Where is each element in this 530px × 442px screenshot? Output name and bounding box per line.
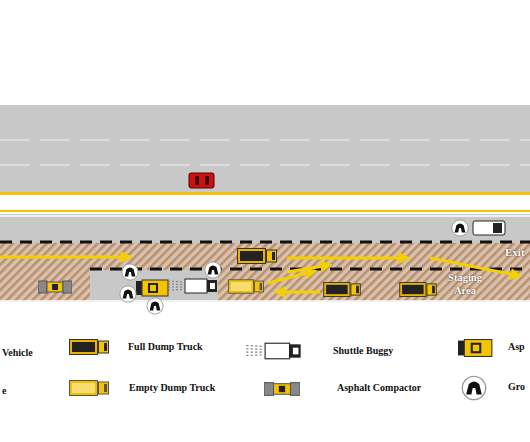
legend-text: Empty Dump Truck [129,382,215,394]
red-car [189,173,214,188]
legend-shuttle-buggy [246,343,300,359]
legend-asphalt-compactor [264,383,300,396]
paved-section [90,270,218,301]
exit-label: Exit [505,246,525,259]
white-vehicle [473,221,505,235]
full-dump-truck [324,282,361,296]
legend-text: Gro [508,381,525,393]
legend-text: Vehicle [2,347,33,359]
asphalt-paver [136,280,168,296]
legend-empty-dump-truck [70,381,109,396]
ground-worker [120,286,136,302]
roadway [0,105,530,193]
legend-ground-worker [462,376,485,399]
lane-line [0,140,530,141]
legend-text: Full Dump Truck [128,341,203,353]
legend-asphalt-paver [458,340,492,357]
work-zone-roadway [0,214,530,302]
lane-divider [0,241,530,244]
lane-line [0,165,530,166]
empty-dump-truck [228,280,263,294]
full-dump-truck [238,249,277,264]
edge-line [0,215,530,217]
full-dump-truck [400,282,437,296]
legend-text: Asp [508,341,525,353]
center-line [0,210,530,212]
ground-worker [205,262,221,278]
ground-worker [452,220,468,236]
edge-line [0,300,530,302]
legend-text: Asphalt Compactor [337,382,421,394]
ground-worker [147,298,163,314]
ground-worker [122,264,138,280]
asphalt-compactor [38,281,72,293]
legend-text: Shuttle Buggy [333,345,393,357]
legend-text: e [2,385,6,397]
area-label: Staging Area [441,272,489,297]
legend-full-dump-truck [70,340,109,355]
hatched-work-area [0,243,530,301]
center-line [0,192,530,195]
shuttle-buggy [168,279,217,293]
